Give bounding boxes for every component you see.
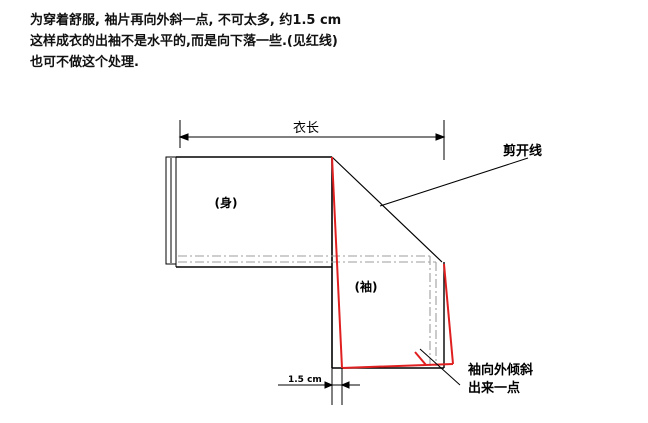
sleeve-label: (袖) — [355, 279, 378, 294]
body-label: (身) — [215, 195, 238, 210]
cut-line-diagonal — [331, 156, 443, 263]
intro-line-2: 这样成衣的出袖不是水平的,而是向下落一些.(见红线) — [30, 34, 338, 49]
dimension-bottom — [278, 366, 360, 405]
dimension-top-label: 衣长 — [293, 120, 319, 136]
intro-line-3: 也可不做这个处理. — [30, 55, 139, 70]
adjusted-sleeve-red-line — [331, 156, 454, 369]
cut-line-label: 剪开线 — [503, 143, 542, 159]
cut-line-leader — [379, 157, 529, 207]
intro-text: 为穿着舒服, 袖片再向外斜一点, 不可太多, 约1.5 cm 这样成衣的出袖不是… — [30, 10, 590, 73]
slant-note-line-1: 袖向外倾斜 — [468, 362, 533, 378]
body-panel — [165, 156, 332, 268]
fold-guide-lines — [178, 255, 437, 366]
dimension-top — [178, 120, 446, 160]
slant-note-leader — [419, 348, 461, 386]
slant-note-line-2: 出来一点 — [468, 380, 520, 396]
dimension-bottom-label: 1.5 cm — [288, 375, 322, 385]
intro-line-1: 为穿着舒服, 袖片再向外斜一点, 不可太多, 约1.5 cm — [30, 13, 342, 28]
